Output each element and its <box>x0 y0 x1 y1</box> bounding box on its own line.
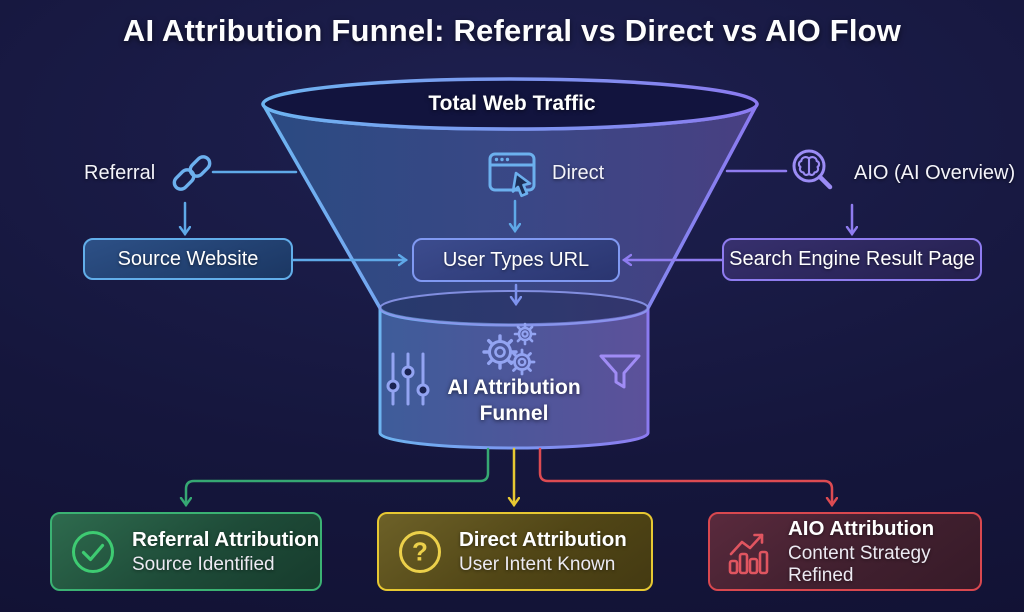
channel-referral: Referral <box>84 147 218 199</box>
referral-label: Referral <box>84 161 156 184</box>
direct-attribution-card: ? Direct Attribution User Intent Known <box>377 512 653 591</box>
question-circle-icon: ? <box>399 530 441 573</box>
direct-label: Direct <box>552 161 605 184</box>
referral-attribution-title: Referral Attribution <box>132 527 320 551</box>
direct-attribution-title: Direct Attribution <box>459 527 627 551</box>
direct-attribution-subtitle: User Intent Known <box>459 553 616 575</box>
serp-box: Search Engine Result Page <box>722 238 982 281</box>
channel-direct: Direct <box>487 146 604 200</box>
search-brain-icon <box>792 149 833 190</box>
aio-label: AIO (AI Overview) <box>854 161 1016 184</box>
connector-lines <box>185 169 852 505</box>
check-circle-icon <box>72 530 114 573</box>
funnel-bowl <box>261 77 759 327</box>
funnel-top-rim <box>261 77 759 131</box>
user-types-url-box: User Types URL <box>412 238 620 282</box>
funnel-top-label: Total Web Traffic <box>428 92 596 115</box>
funnel-neck-rim <box>379 290 649 326</box>
aio-attribution-title: AIO Attribution <box>788 516 935 540</box>
funnel-icon <box>599 354 641 389</box>
referral-attribution-card: Referral Attribution Source Identified <box>50 512 322 591</box>
user-types-url-label: User Types URL <box>442 248 590 271</box>
funnel-to-aio-outcome <box>538 447 832 505</box>
sliders-icon <box>386 352 430 406</box>
serp-label: Search Engine Result Page <box>729 248 975 270</box>
funnel-neck <box>378 290 650 450</box>
gears-icon <box>482 322 537 376</box>
link-icon <box>172 155 212 191</box>
referral-attribution-subtitle: Source Identified <box>132 553 275 575</box>
aio-attribution-subtitle: Content Strategy Refined <box>788 542 931 586</box>
funnel-to-referral-outcome <box>186 447 490 505</box>
page-title: AI Attribution Funnel: Referral vs Direc… <box>122 13 902 48</box>
browser-cursor-icon <box>488 152 536 198</box>
trend-bars-icon <box>728 533 769 574</box>
channel-aio: AIO (AI Overview) <box>787 144 1015 202</box>
question-glyph: ? <box>412 536 428 566</box>
source-website-label: Source Website <box>117 247 259 270</box>
funnel-neck-label: AI Attribution Funnel <box>447 376 581 425</box>
source-website-box: Source Website <box>83 238 293 280</box>
aio-attribution-card: AIO Attribution Content Strategy Refined <box>708 512 982 591</box>
